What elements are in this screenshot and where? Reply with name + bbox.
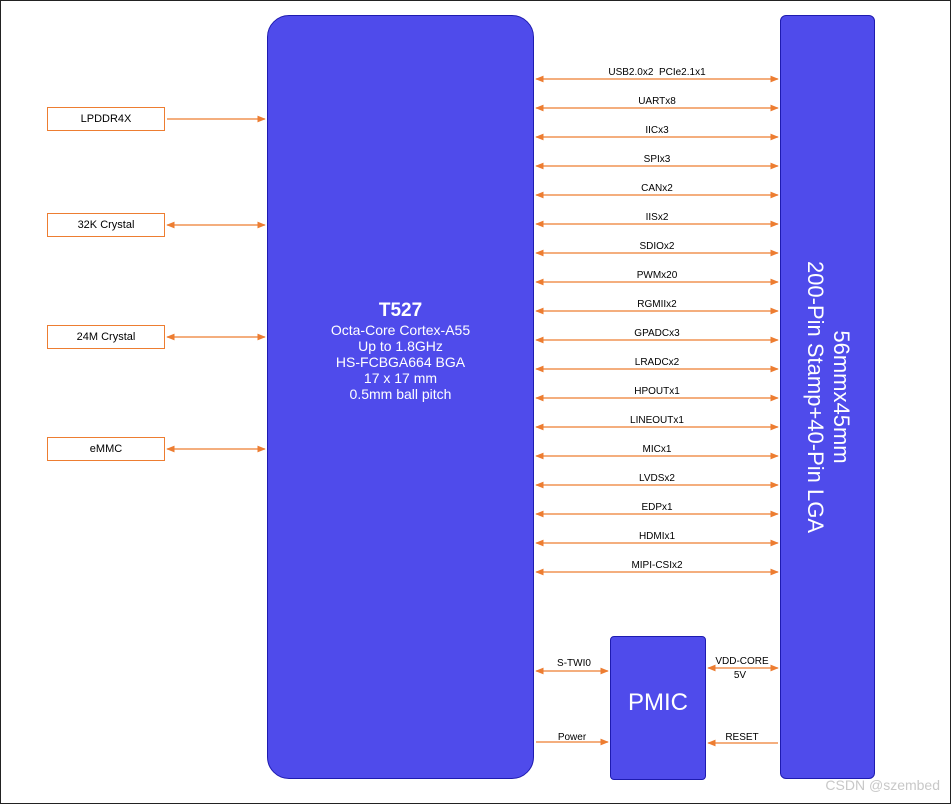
soc-size: 17 x 17 mm	[363, 370, 438, 386]
interface-label: SPIx3	[644, 154, 671, 165]
interface-label: PWMx20	[637, 270, 678, 281]
soc-pitch: 0.5mm ball pitch	[349, 386, 452, 402]
interface-label: USB2.0x2 PCIe2.1x1	[608, 67, 706, 78]
pmic-label: PMIC	[628, 689, 688, 716]
interface-label: RGMIIx2	[637, 299, 677, 310]
interface-label: SDIOx2	[639, 241, 674, 252]
interface-label: LVDSx2	[639, 473, 675, 484]
5v-label: 5V	[734, 670, 747, 681]
interface-label: LINEOUTx1	[630, 415, 684, 426]
pmic-block: PMIC	[610, 636, 706, 780]
power-label: Power	[558, 732, 587, 743]
soc-block: T527 Octa-Core Cortex-A55 Up to 1.8GHz H…	[267, 15, 534, 779]
interface-label: HDMIx1	[639, 531, 676, 542]
lpddr4x-box: LPDDR4X	[47, 107, 165, 131]
interface-label: UARTx8	[638, 96, 676, 107]
interface-label: LRADCx2	[635, 357, 680, 368]
soc-cores: Octa-Core Cortex-A55	[330, 322, 471, 338]
reset-label: RESET	[725, 732, 758, 743]
module-block: 56mmx45mm 200-Pin Stamp+40-Pin LGA	[780, 15, 875, 779]
crystal-24m-box: 24M Crystal	[47, 325, 165, 349]
crystal-32k-box: 32K Crystal	[47, 213, 165, 237]
interface-label: MICx1	[643, 444, 672, 455]
interface-label: GPADCx3	[634, 328, 680, 339]
interface-label: IISx2	[646, 212, 669, 223]
interface-label: HPOUTx1	[634, 386, 680, 397]
soc-frequency: Up to 1.8GHz	[358, 338, 443, 354]
emmc-box: eMMC	[47, 437, 165, 461]
s-twi0-label: S-TWI0	[557, 658, 591, 669]
interface-label: CANx2	[641, 183, 673, 194]
interface-label: MIPI-CSIx2	[631, 560, 683, 571]
soc-package: HS-FCBGA664 BGA	[335, 354, 466, 370]
watermark: CSDN @szembed	[825, 777, 940, 793]
soc-title: T527	[378, 300, 423, 321]
vdd-core-label: VDD-CORE	[715, 656, 769, 667]
interface-label: EDPx1	[641, 502, 673, 513]
interface-label: IICx3	[645, 125, 669, 136]
